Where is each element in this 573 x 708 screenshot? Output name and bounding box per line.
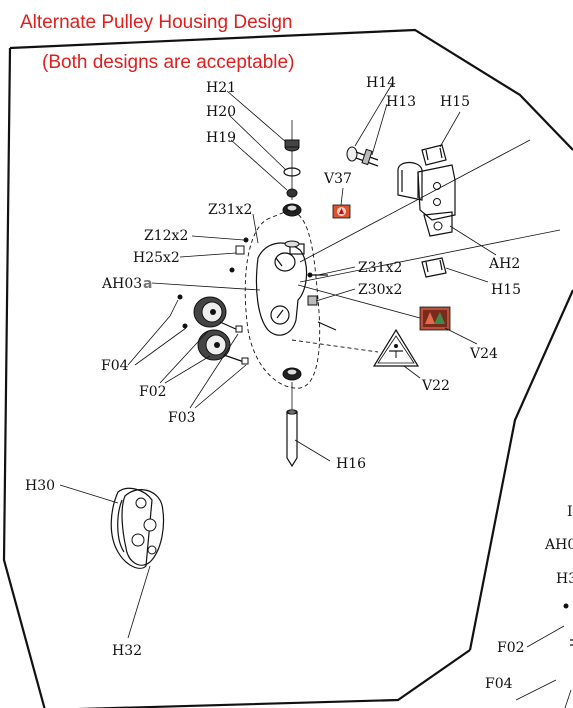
label-z12x2: Z12x2 [144, 228, 188, 244]
label-v37: V37 [323, 171, 352, 187]
label-clipped-f04: F04 [485, 676, 513, 692]
partial-part-dot [563, 603, 569, 609]
label-f02: F02 [139, 384, 167, 400]
label-f03: F03 [168, 410, 196, 426]
label-clipped-1: I [567, 504, 573, 520]
label-h15-top: H15 [440, 94, 470, 110]
pulley-upper [193, 296, 227, 328]
clip-h15-bottom [421, 257, 447, 278]
label-ah03: AH03 [101, 276, 142, 292]
bolt-head-a [229, 267, 235, 273]
detail-boundary-bottom [76, 649, 471, 708]
assembly-line-upper [299, 139, 531, 263]
bolts-f03 [219, 321, 245, 363]
decal-v22: caution-triangle-decal-icon [372, 328, 420, 367]
label-f04: F04 [101, 358, 129, 374]
label-clipped-2: AH0 [544, 537, 573, 553]
dashed-pulley-envelope [244, 209, 321, 389]
bolt-head-f03-a [235, 325, 243, 333]
label-h13: H13 [386, 94, 416, 110]
washer-f04-a [177, 294, 183, 300]
pin-h14-h13 [346, 146, 379, 167]
label-h19: H19 [206, 130, 236, 146]
label-v24: V24 [469, 346, 498, 362]
nut-square-z30 [307, 295, 318, 306]
detail-boundary [9, 28, 573, 151]
nut-square-h25 [235, 245, 245, 255]
label-h15-bottom: H15 [491, 282, 521, 298]
title-line-1: Alternate Pulley Housing Design [20, 12, 293, 33]
detail-boundary-right [468, 289, 573, 651]
bearing-top [282, 203, 302, 217]
pulley-housing [255, 240, 308, 336]
partial-part-line [564, 689, 572, 708]
washer-f04-b [182, 323, 188, 329]
bolt-head-f03-b [241, 357, 249, 365]
leader-lines [59, 83, 565, 701]
label-clipped-3: H3 [556, 571, 573, 587]
bracket-ah2 [397, 161, 456, 237]
bearing-bottom [282, 367, 302, 381]
label-h32: H32 [112, 643, 142, 659]
label-h30: H30 [25, 478, 55, 494]
assembly-line-mid [299, 229, 561, 283]
bolt-shaft-d [317, 321, 337, 331]
decal-v24: pinch-warning-decal-icon [419, 306, 451, 331]
label-h14: H14 [366, 75, 396, 91]
assembly-line-lower [297, 284, 421, 319]
label-ah03-suffix: a [143, 276, 152, 292]
label-h25x2: H25x2 [133, 250, 180, 266]
nut-h21 [284, 139, 300, 152]
detail-boundary-left [2, 47, 46, 708]
label-h21: H21 [206, 80, 236, 96]
label-z31x2-right: Z31x2 [358, 260, 402, 276]
shaft-h16 [286, 382, 298, 468]
bolt-head-b [243, 237, 249, 243]
title-line-2: (Both designs are acceptable) [42, 52, 294, 73]
label-v22: V22 [421, 378, 450, 394]
label-ah2: AH2 [488, 256, 520, 272]
decal-v37: warning-decal-icon [332, 204, 351, 219]
decal-line-v22 [291, 339, 379, 353]
pulley-lower [197, 329, 231, 361]
label-z30x2: Z30x2 [358, 282, 402, 298]
label-z31x2-top: Z31x2 [208, 202, 252, 218]
label-h16: H16 [336, 456, 366, 472]
label-h20: H20 [206, 104, 236, 120]
spacer-h19 [286, 188, 298, 198]
cover-h32 [121, 489, 165, 566]
clip-h15-top [421, 144, 447, 166]
label-clipped-f02: F02 [497, 640, 525, 656]
washer-h20 [283, 167, 301, 177]
